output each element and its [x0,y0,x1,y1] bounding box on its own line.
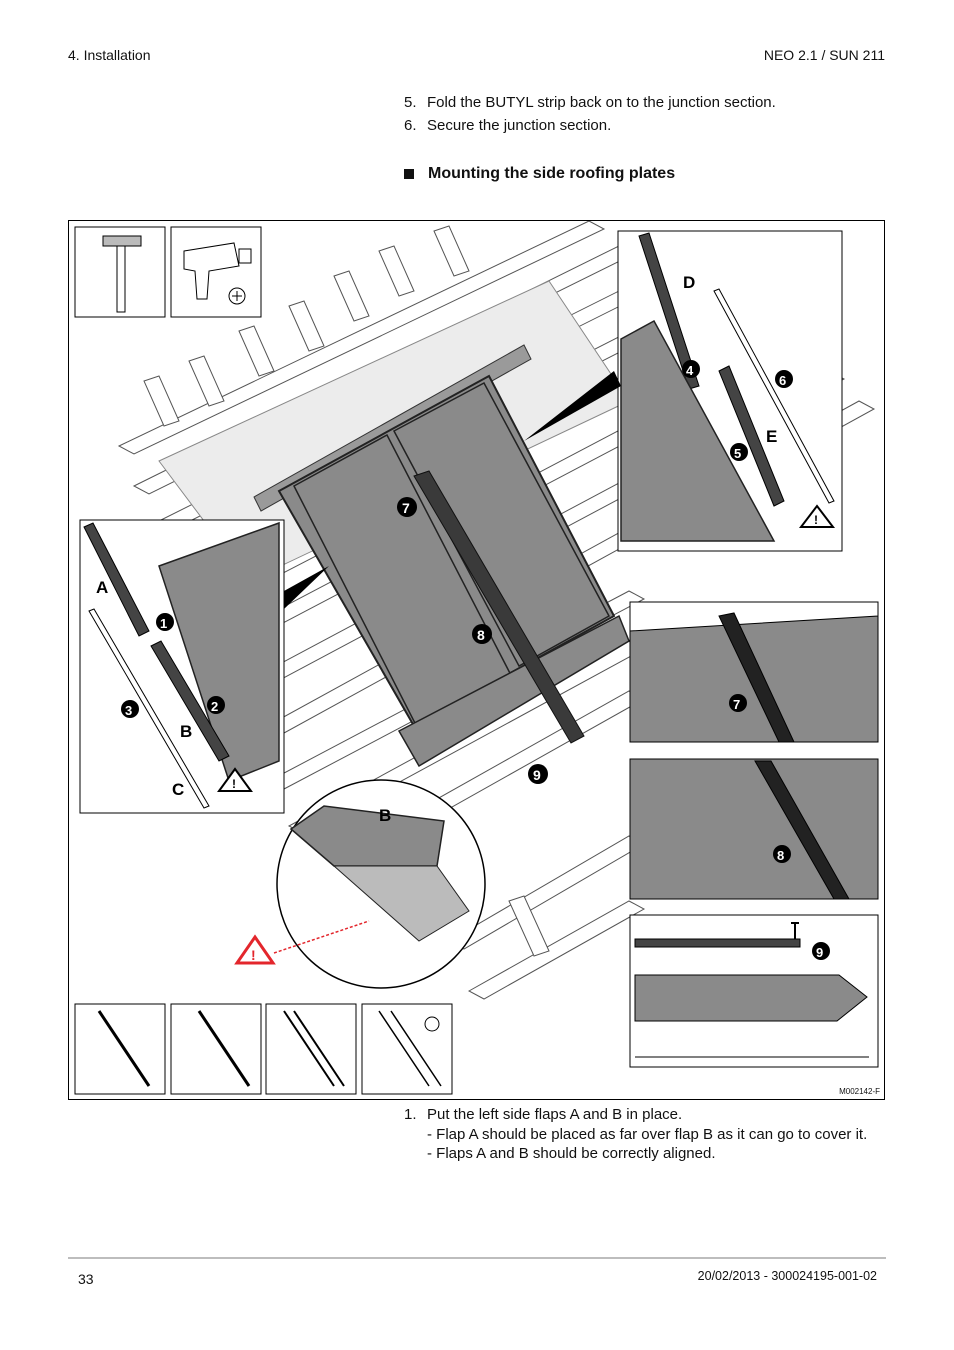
main-step-marker-9: 9 [533,767,541,783]
main-step-marker-7: 7 [402,500,410,516]
label-b: B [180,722,192,741]
intro-step-6: 6. Secure the junction section. [404,115,776,138]
step-marker-1: 1 [160,616,167,631]
warning-red-icon [234,934,276,965]
installation-figure: D E 4 6 5 ! A B C 1 2 3 ! [68,220,885,1100]
material-icons [74,1003,453,1095]
step-marker-4: 4 [686,363,694,378]
step-marker-5: 5 [734,446,741,461]
page-number: 33 [78,1271,94,1287]
bottom-flashing [397,614,630,768]
warning-icon [798,504,836,528]
step-text: Put the left side flaps A and B in place… [427,1106,683,1123]
step-marker-3: 3 [125,703,132,718]
label-a: A [96,578,108,597]
section-title: Mounting the side roofing plates [428,165,676,182]
svg-text:!: ! [814,513,818,527]
step-1-sub-2: - Flaps A and B should be correctly alig… [427,1145,716,1162]
installation-illustration: D E 4 6 5 ! A B C 1 2 3 ! [74,221,879,1095]
step-marker-2: 2 [211,699,218,714]
intro-steps: 5. Fold the BUTYL strip back on to the j… [404,92,776,137]
document-reference: 20/02/2013 - 300024195-001-02 [697,1269,877,1283]
inset-detail-7: 7 [629,601,879,743]
inset-detail-d-e: D E 4 6 5 ! [524,230,843,552]
label-b-zoom: B [379,806,391,825]
step-marker-9: 9 [816,945,823,960]
step-marker-8: 8 [777,848,784,863]
step-number: 1. [404,1106,417,1123]
step-1: 1. Put the left side flaps A and B in pl… [404,1105,886,1125]
step-number: 6. [404,116,417,134]
header-section: 4. Installation [68,47,151,63]
svg-text:!: ! [232,777,236,791]
step-marker-6: 6 [779,373,786,388]
label-d: D [683,273,695,292]
svg-text:!: ! [251,947,256,963]
zoom-detail-b: B ! [234,779,486,989]
roof-rafters [143,225,550,957]
side-flap-strip [413,470,585,744]
intro-step-5: 5. Fold the BUTYL strip back on to the j… [404,92,776,115]
section-heading: Mounting the side roofing plates [404,165,675,183]
step-number: 5. [404,94,417,111]
inset-detail-8: 8 [629,758,879,900]
step-text: Secure the junction section. [427,116,612,134]
main-step-marker-8: 8 [477,627,485,643]
drill-icon [170,226,262,318]
inset-detail-a-b-c: A B C 1 2 3 ! [79,519,329,814]
warning-icon [217,767,253,792]
step-text: Fold the BUTYL strip back on to the junc… [427,94,776,111]
label-e: E [766,427,777,446]
screw-icon [424,1016,440,1032]
bullet-square-icon [404,169,414,179]
inset-detail-9: 9 [629,914,879,1068]
footer-rule [68,1257,886,1259]
solar-collectors [277,374,616,733]
step-marker-7: 7 [733,697,740,712]
instruction-steps: 1. Put the left side flaps A and B in pl… [404,1105,886,1164]
screw-icon [791,922,799,939]
header-product: NEO 2.1 / SUN 211 [763,47,885,63]
step-1-sub-1: - Flap A should be placed as far over fl… [427,1125,868,1143]
label-c: C [172,780,184,799]
figure-id: M002142-F [839,1087,880,1096]
hammer-icon [74,226,166,318]
